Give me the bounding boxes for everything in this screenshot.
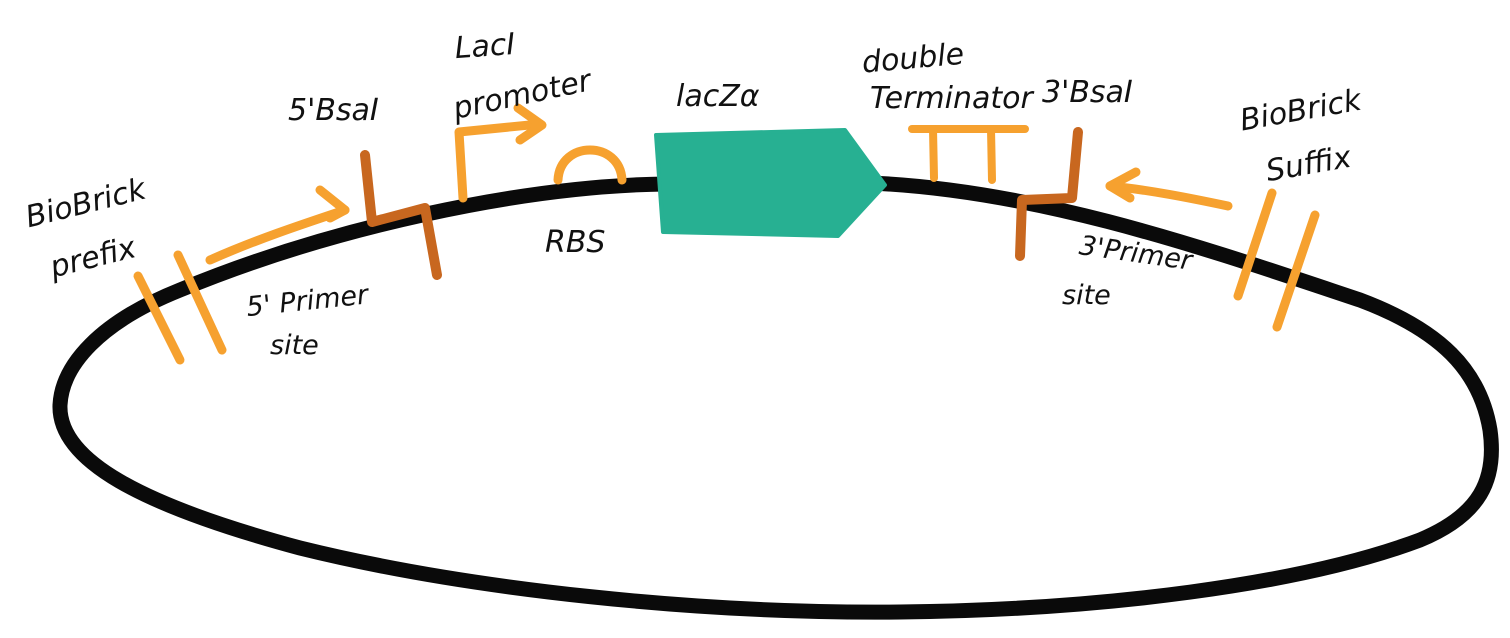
three-primer-arrow	[1105, 167, 1233, 211]
laci-promoter-label-line2: promoter	[449, 63, 596, 127]
laci-promoter-label-line1: LacI	[454, 27, 517, 66]
double-terminator-label-line1: double	[861, 37, 966, 81]
plasmid-backbone	[52, 175, 1499, 620]
double-terminator	[908, 125, 1029, 184]
five-primer-site-label-line1: 5' Primer	[245, 279, 372, 323]
biobrick-prefix-label-line2: prefix	[46, 230, 140, 285]
lacza-label: lacZα	[676, 79, 760, 114]
biobrick-suffix-marks	[1233, 188, 1320, 332]
biobrick-suffix-label-line1: BioBrick	[1237, 82, 1365, 138]
five-bsai-label: 5'BsaI	[288, 93, 379, 128]
three-primer-site-label-line2: site	[1062, 280, 1111, 311]
five-bsai-site	[360, 150, 442, 280]
five-primer-arrow	[205, 185, 350, 265]
rbs-arc	[553, 145, 627, 185]
rbs-label: RBS	[545, 225, 605, 260]
biobrick-suffix-label-line2: Suffix	[1263, 140, 1354, 189]
five-primer-site-label-line2: site	[270, 330, 319, 361]
three-bsai-site	[1015, 127, 1083, 261]
three-bsai-label: 3'BsaI	[1042, 75, 1133, 110]
biobrick-prefix-label-line1: BioBrick	[22, 171, 151, 235]
double-terminator-label-line2: Terminator	[870, 81, 1034, 116]
lacza-cds	[654, 128, 887, 238]
biobrick-prefix-marks	[133, 250, 227, 365]
laci-promoter-arrow	[454, 103, 547, 203]
